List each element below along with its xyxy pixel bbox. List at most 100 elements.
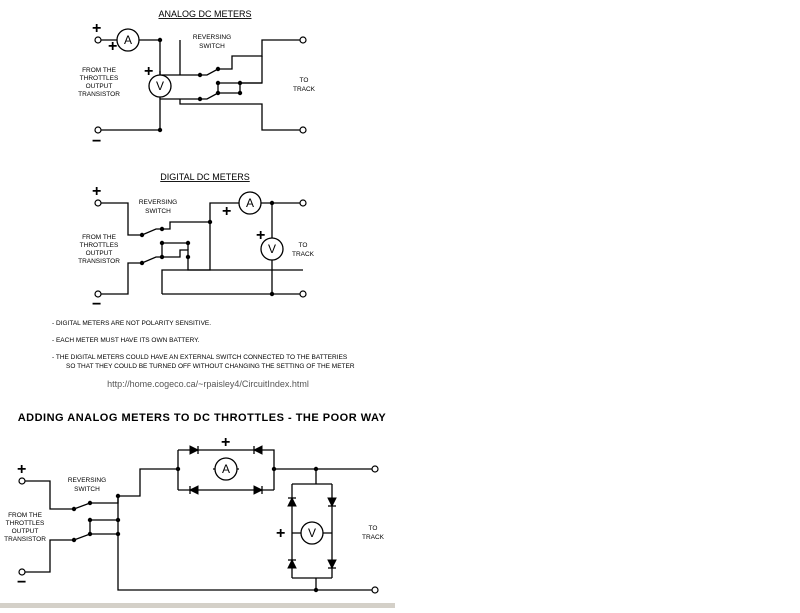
switch-label: SWITCH [145,208,171,215]
analog-wire-bottom [98,82,262,131]
plus-sign: + [108,38,117,55]
diode [327,559,337,570]
voltmeter [148,74,172,98]
switch-contact [185,254,191,260]
junction-dot [157,127,163,133]
junction-dot [207,219,213,225]
ammeter-label: A [222,462,230,476]
analog-dc-meters-diagram: ANALOG DC METERS A V + + + − REVERSING [78,9,316,150]
switch-label: SWITCH [199,43,225,50]
poor-wire-top [22,468,178,510]
terminal [299,36,307,44]
bottom-edge [0,603,395,608]
junction-dot [115,493,121,499]
voltmeter-label: V [268,242,276,256]
source-label: TRANSISTOR [78,258,120,265]
digital-title: DIGITAL DC METERS [160,172,250,182]
junction-dot [175,466,181,472]
ammeter [214,457,238,481]
plus-sign: + [256,227,265,244]
voltmeter-label: V [156,79,164,93]
source-label: OUTPUT [12,528,39,535]
switch-contact [237,80,243,86]
minus-sign: − [92,296,101,313]
track-label: TRACK [293,86,316,93]
source-label: THROTTLES [80,242,119,249]
terminal [299,290,307,298]
ammeter [116,28,140,52]
terminal [299,126,307,134]
switch-contact [215,66,221,72]
minus-sign: − [92,133,101,150]
switch-pole [139,232,145,238]
plus-sign: + [144,63,153,80]
source-label: TRANSISTOR [78,91,120,98]
switch-label: SWITCH [74,486,100,493]
source-label: FROM THE [82,67,116,74]
minus-sign: − [17,574,26,591]
diode [287,496,297,507]
switch-contact [159,226,165,232]
digital-dc-meters-diagram: DIGITAL DC METERS A V + + + − REVERSING … [78,172,315,313]
poor-voltmeter-bridge [291,469,333,590]
switch-contact [215,80,221,86]
diode [287,558,297,569]
switch-contact [87,531,93,537]
note-line: SO THAT THEY COULD BE TURNED OFF WITHOUT… [66,363,355,370]
poor-way-title: ADDING ANALOG METERS TO DC THROTTLES - T… [18,412,387,424]
diode [189,445,200,455]
note-line: - THE DIGITAL METERS COULD HAVE AN EXTER… [52,354,348,361]
terminal [18,477,26,485]
track-label: TO [299,242,308,249]
terminal [94,290,102,298]
junction-dot [157,37,163,43]
terminal [299,199,307,207]
switch-contact [115,531,121,537]
source-label: FROM THE [82,234,116,241]
switch-contact [185,240,191,246]
source-label: FROM THE [8,512,42,519]
digital-notes: - DIGITAL METERS ARE NOT POLARITY SENSIT… [52,320,355,370]
plus-sign: + [92,20,101,37]
analog-wire-cross [179,40,303,131]
switch-contact [87,517,93,523]
junction-dot [269,200,275,206]
analog-title: ANALOG DC METERS [158,9,251,19]
source-label: OUTPUT [86,83,113,90]
switch-contact [215,90,221,96]
junction-dot [271,466,277,472]
switch-label: REVERSING [68,477,106,484]
switch-contact [237,90,243,96]
terminal [94,36,102,44]
plus-sign: + [17,461,26,478]
diode [188,485,199,495]
plus-sign: + [222,203,231,220]
diode [252,445,263,455]
switch-pole [71,506,77,512]
track-label: TO [300,77,309,84]
junction-dot [269,291,275,297]
switch-pole [197,72,203,78]
switch-contact [87,500,93,506]
ammeter-label: A [246,196,254,210]
source-url: http://home.cogeco.ca/~rpaisley4/Circuit… [107,379,309,389]
terminal [94,199,102,207]
terminal [18,568,26,576]
switch-contact [159,254,165,260]
voltmeter-label: V [308,526,316,540]
switch-pole [197,96,203,102]
source-label: OUTPUT [86,250,113,257]
poor-wire-bottom [22,533,118,573]
track-label: TO [369,525,378,532]
junction-dot [313,587,319,593]
plus-sign: + [276,525,285,542]
switch-pole [71,537,77,543]
diode [253,485,264,495]
switch-contact [115,517,121,523]
plus-sign: + [221,434,230,451]
switch-label: REVERSING [139,199,177,206]
voltmeter [300,521,324,545]
note-line: - DIGITAL METERS ARE NOT POLARITY SENSIT… [52,320,211,327]
